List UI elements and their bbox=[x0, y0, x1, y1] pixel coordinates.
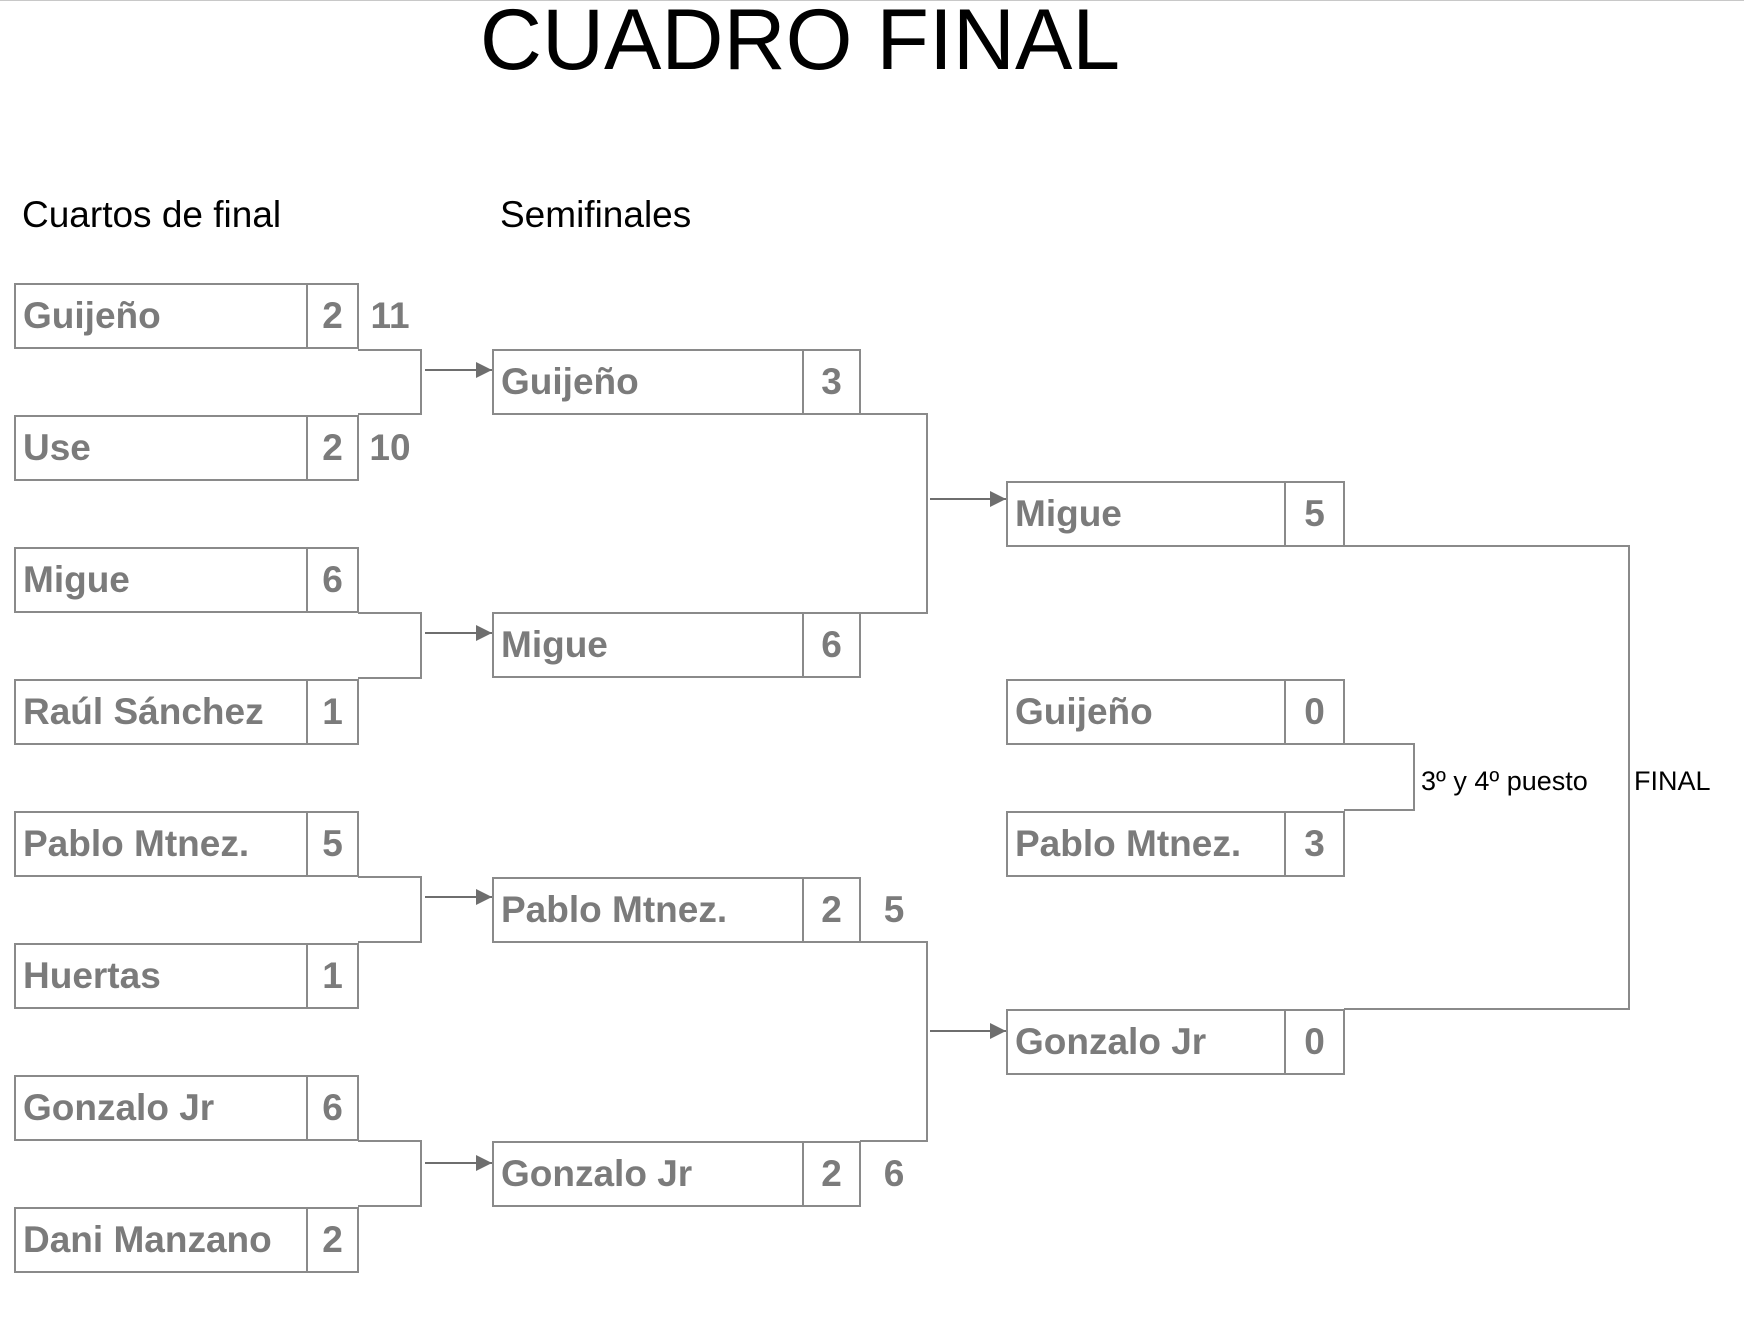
sf-player-name: Pablo Mtnez. bbox=[492, 877, 804, 943]
qf-connector-2 bbox=[358, 612, 422, 679]
sf-player-score: 6 bbox=[802, 612, 861, 678]
final-player-name: Gonzalo Jr bbox=[1006, 1009, 1286, 1075]
third-place-player-score: 3 bbox=[1284, 811, 1345, 877]
qf-player-score: 6 bbox=[306, 1075, 359, 1141]
quarterfinals-heading: Cuartos de final bbox=[22, 194, 282, 235]
third-place-label: 3º y 4º puesto bbox=[1421, 766, 1588, 796]
sf-tiebreak-score: 6 bbox=[883, 1153, 905, 1194]
sf-player-name: Gonzalo Jr bbox=[492, 1141, 804, 1207]
qf-player-name: Huertas bbox=[14, 943, 308, 1009]
qf-connector-4 bbox=[358, 1140, 422, 1207]
qf-player-score: 2 bbox=[306, 1207, 359, 1273]
qf-tiebreak-score: 10 bbox=[369, 427, 411, 468]
qf-player-name: Guijeño bbox=[14, 283, 308, 349]
final-player-score: 5 bbox=[1284, 481, 1345, 547]
top-rule bbox=[0, 0, 1744, 1]
qf-player-score: 6 bbox=[306, 547, 359, 613]
sf-connector-1 bbox=[860, 413, 928, 614]
final-label: FINAL bbox=[1634, 766, 1711, 796]
qf-player-name: Migue bbox=[14, 547, 308, 613]
semifinals-heading: Semifinales bbox=[500, 194, 692, 235]
qf-player-name: Pablo Mtnez. bbox=[14, 811, 308, 877]
qf-tiebreak-score: 11 bbox=[370, 295, 410, 336]
qf-player-name: Dani Manzano bbox=[14, 1207, 308, 1273]
qf-player-name: Use bbox=[14, 415, 308, 481]
sf-player-score: 3 bbox=[802, 349, 861, 415]
qf-player-score: 1 bbox=[306, 943, 359, 1009]
qf-player-score: 5 bbox=[306, 811, 359, 877]
sf-tiebreak-score: 5 bbox=[883, 889, 905, 930]
sf-connector-2 bbox=[860, 941, 928, 1142]
sf-player-score: 2 bbox=[802, 1141, 861, 1207]
final-player-name: Migue bbox=[1006, 481, 1286, 547]
third-place-player-name: Pablo Mtnez. bbox=[1006, 811, 1286, 877]
qf-player-score: 1 bbox=[306, 679, 359, 745]
qf-player-name: Gonzalo Jr bbox=[14, 1075, 308, 1141]
qf-connector-1 bbox=[358, 349, 422, 415]
sf-player-name: Migue bbox=[492, 612, 804, 678]
page-title: CUADRO FINAL bbox=[479, 0, 1121, 88]
third-place-player-name: Guijeño bbox=[1006, 679, 1286, 745]
qf-player-score: 2 bbox=[306, 283, 359, 349]
final-connector bbox=[1344, 545, 1630, 1010]
third-place-connector bbox=[1344, 743, 1415, 811]
sf-player-score: 2 bbox=[802, 877, 861, 943]
third-place-player-score: 0 bbox=[1284, 679, 1345, 745]
sf-player-name: Guijeño bbox=[492, 349, 804, 415]
qf-player-score: 2 bbox=[306, 415, 359, 481]
qf-connector-3 bbox=[358, 876, 422, 943]
final-player-score: 0 bbox=[1284, 1009, 1345, 1075]
qf-player-name: Raúl Sánchez bbox=[14, 679, 308, 745]
